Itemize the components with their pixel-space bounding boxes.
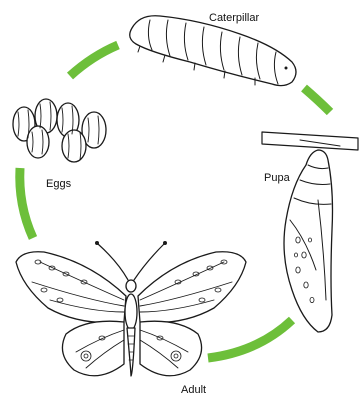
pupa-label: Pupa: [264, 172, 291, 184]
caterpillar-label: Caterpillar: [209, 12, 259, 24]
pupa-icon: [262, 132, 358, 332]
arc-pupa-to-adult: [208, 320, 292, 358]
caterpillar-icon: [130, 16, 296, 86]
eggs-label: Eggs: [46, 178, 72, 190]
arc-adult-to-eggs: [20, 168, 33, 238]
arc-eggs-to-caterpillar: [70, 45, 118, 76]
adult-label: Adult: [181, 384, 206, 396]
arc-caterpillar-to-pupa: [304, 88, 330, 112]
eggs-icon: [13, 99, 106, 162]
